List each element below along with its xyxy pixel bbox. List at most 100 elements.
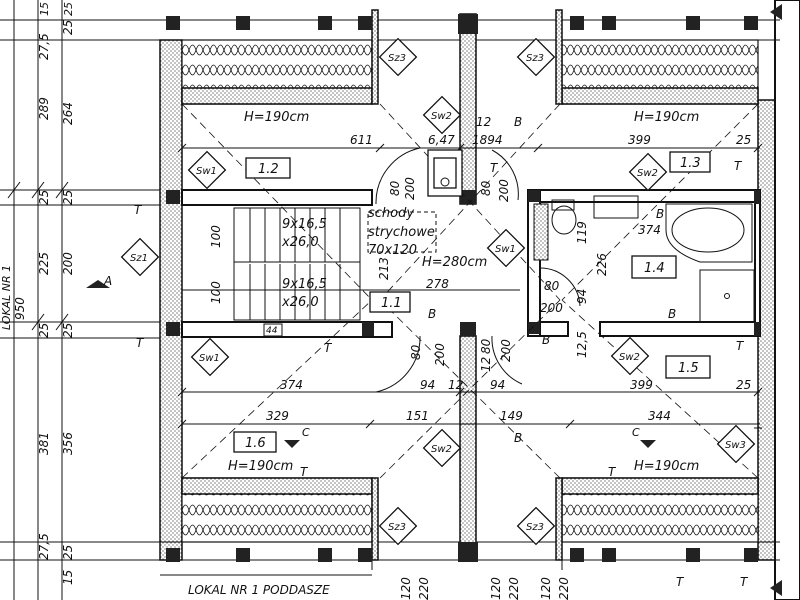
dim-25-very-top: 25	[62, 2, 75, 16]
svg-text:1894: 1894	[472, 133, 503, 147]
room-box-1-4	[631, 255, 677, 279]
svg-text:226: 226	[595, 253, 609, 276]
bathroom-fixtures	[533, 195, 755, 323]
svg-text:44: 44	[266, 326, 278, 336]
svg-text:T: T	[676, 575, 685, 589]
svg-text:149: 149	[500, 409, 523, 423]
structural-columns	[166, 16, 760, 562]
svg-text:200: 200	[497, 179, 511, 202]
roof-ridge-lines	[181, 103, 759, 479]
svg-text:Sz3: Sz3	[388, 522, 406, 533]
room-1-4-label: 1.4	[644, 261, 665, 276]
dim-225: 225	[37, 252, 51, 275]
svg-text:T: T	[136, 336, 145, 350]
dim-25-top: 25	[61, 20, 75, 35]
room-box-1-6	[233, 431, 277, 453]
svg-text:25: 25	[736, 133, 751, 147]
svg-text:12: 12	[476, 115, 491, 129]
section-c-right-arrow	[640, 440, 656, 448]
stair-run-2a: 9x16,5	[282, 277, 327, 292]
svg-text:Sw2: Sw2	[431, 444, 452, 455]
section-a-label: A	[103, 274, 112, 288]
svg-text:Sw2: Sw2	[637, 168, 658, 179]
section-c-left-arrow	[284, 440, 300, 448]
svg-text:94: 94	[575, 289, 589, 304]
svg-text:94: 94	[420, 378, 435, 392]
height-stair: H=280cm	[422, 255, 487, 270]
svg-text:94: 94	[490, 378, 505, 392]
dim-25-d: 25	[61, 323, 75, 338]
svg-text:B: B	[514, 431, 522, 445]
bottom-dimension-labels: 120 220 120 220 120 220	[399, 577, 571, 600]
dimension-chains	[177, 143, 763, 429]
svg-text:200: 200	[433, 343, 447, 366]
svg-text:T: T	[608, 465, 617, 479]
room-box-1-5	[665, 355, 711, 379]
svg-text:399: 399	[628, 133, 651, 147]
side-lokal-label: LOKAL NR 1	[0, 265, 13, 330]
svg-text:278: 278	[426, 277, 449, 291]
svg-text:T: T	[324, 341, 333, 355]
dim-25-b: 25	[37, 323, 51, 338]
svg-text:119: 119	[575, 221, 589, 244]
svg-text:Sw1: Sw1	[196, 166, 217, 177]
svg-text:374: 374	[280, 378, 303, 392]
left-dimension-labels: 27,5 289 25 225 25 381 27,5 950 25 264 2…	[0, 2, 75, 585]
room-box-1-2	[245, 157, 291, 179]
dim-15-very-top: 15	[38, 2, 51, 16]
svg-text:6,47: 6,47	[428, 133, 455, 147]
svg-text:T: T	[740, 575, 749, 589]
svg-text:Sw1: Sw1	[199, 353, 220, 364]
room-1-5-label: 1.5	[678, 361, 699, 376]
svg-text:200: 200	[403, 177, 417, 200]
svg-text:329: 329	[266, 409, 289, 423]
bath-bottom-wall-b	[599, 321, 759, 337]
svg-text:80: 80	[479, 180, 493, 196]
svg-text:220: 220	[557, 577, 571, 600]
room-1-3-label: 1.3	[680, 156, 701, 171]
svg-text:12: 12	[448, 378, 463, 392]
right-edge-wall	[774, 0, 800, 600]
svg-text:213: 213	[377, 257, 391, 280]
svg-text:100: 100	[209, 225, 223, 248]
svg-text:B: B	[542, 333, 550, 347]
stair-bottom-wall	[181, 321, 393, 338]
floor-label: LOKAL NR 1 PODDASZE	[188, 583, 330, 597]
svg-text:220: 220	[417, 577, 431, 600]
left-outer-wall	[159, 39, 183, 561]
svg-text:151: 151	[406, 409, 429, 423]
svg-text:12: 12	[479, 357, 493, 372]
stair-run-1a: 9x16,5	[282, 217, 327, 232]
central-wall-bottom	[459, 335, 477, 561]
svg-text:12,5: 12,5	[575, 331, 589, 358]
section-c-left-label: C	[302, 426, 310, 439]
height-bottom-left: H=190cm	[228, 459, 293, 474]
top-left-knee-wall	[181, 87, 373, 105]
left-dimension-lines	[0, 0, 160, 600]
svg-text:Sz3: Sz3	[526, 53, 544, 64]
svg-text:200: 200	[499, 339, 513, 362]
symbol-tags: Sz3 Sz3 Sw2 Sw1 Sw2 Sz1 Sw1 Sw1 Sw2 Sw2 …	[120, 37, 756, 546]
room-1-2-label: 1.2	[258, 162, 279, 177]
svg-text:374: 374	[638, 223, 661, 237]
top-right-knee-wall	[561, 87, 759, 105]
dim-27-5-top: 27,5	[37, 33, 51, 60]
dim-200: 200	[61, 252, 75, 275]
svg-text:Sz3: Sz3	[526, 522, 544, 533]
stair-title-1: schody	[368, 206, 414, 221]
svg-text:80: 80	[479, 338, 493, 354]
svg-text:T: T	[490, 161, 499, 175]
svg-text:611: 611	[350, 133, 373, 147]
section-c-right-label: C	[632, 426, 640, 439]
section-a-arrow	[86, 280, 110, 288]
svg-text:80: 80	[409, 344, 423, 360]
dim-25-c: 25	[61, 190, 75, 205]
room-1-1-label: 1.1	[381, 296, 402, 311]
door-swings	[375, 147, 581, 393]
section-mark-bottom-right	[770, 580, 782, 596]
svg-text:344: 344	[648, 409, 671, 423]
height-bottom-right: H=190cm	[634, 459, 699, 474]
svg-text:Sw2: Sw2	[431, 111, 452, 122]
stair-run-2b: x26,0	[281, 295, 319, 310]
